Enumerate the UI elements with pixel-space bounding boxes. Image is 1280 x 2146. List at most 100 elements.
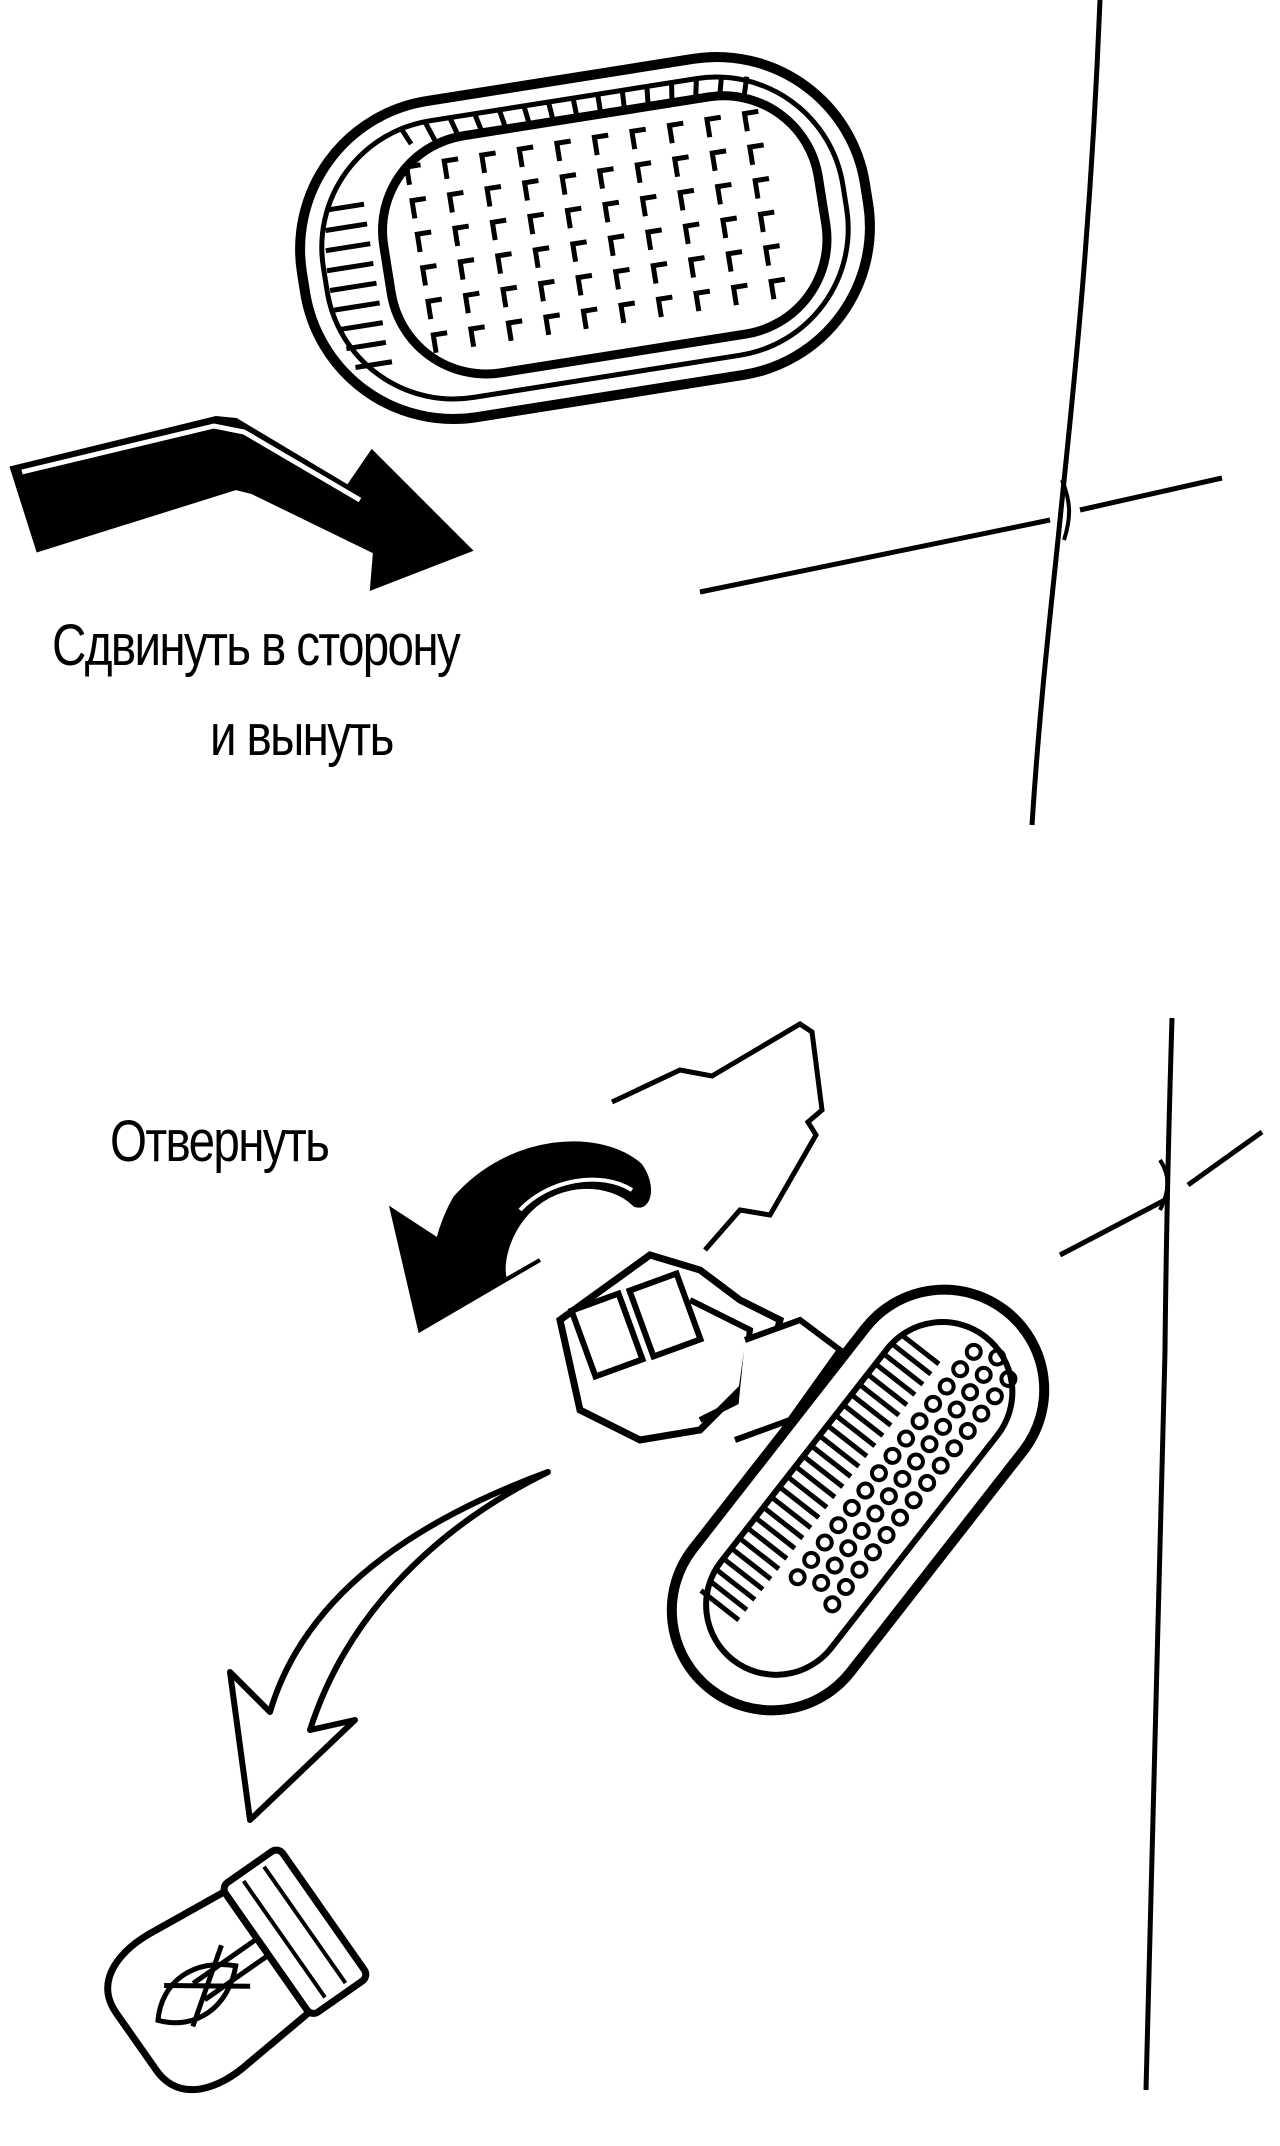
lens-texture-mark (757, 209, 775, 233)
lens-texture-mark (671, 154, 689, 178)
lens-texture-mark (419, 263, 437, 286)
lens-texture-mark (666, 120, 684, 144)
lens-texture-dot (825, 1556, 844, 1575)
lens-texture-dot (961, 1383, 980, 1402)
lens-texture-mark (602, 199, 620, 223)
lens-texture-dot (891, 1508, 910, 1527)
body-panel-seam-horizontal (699, 475, 1223, 595)
lens-texture-mark (543, 312, 561, 336)
bulb-icon (104, 1846, 370, 2094)
lens-texture-mark (752, 176, 770, 199)
lens-texture-mark (505, 318, 523, 342)
lens-texture-mark (725, 249, 743, 272)
lens-texture-mark (467, 324, 486, 348)
lens-texture-mark (612, 266, 630, 290)
lens-texture-dot (829, 1516, 848, 1535)
lens-texture-mark (580, 306, 598, 330)
lens-rib (851, 1393, 893, 1428)
lens-texture-dot (985, 1387, 1004, 1406)
lens-texture-mark (569, 239, 588, 263)
lens-texture-dot (883, 1446, 902, 1465)
step2-label: Отвернуть (110, 1109, 330, 1174)
lens-texture-mark (618, 300, 636, 324)
lens-texture-dot (802, 1550, 821, 1569)
lens-rib (811, 1445, 853, 1479)
lens-texture-mark (478, 150, 496, 174)
body-panel-seam-vertical (1029, 0, 1103, 826)
lens-rib (707, 1578, 749, 1612)
lens-texture-mark (564, 205, 582, 229)
lens-texture-mark (441, 156, 459, 180)
lens-rib (843, 1404, 885, 1438)
lens-texture-dot (897, 1429, 916, 1448)
side-marker-lens-installed (666, 1284, 1050, 1716)
lens-texture-dot (852, 1521, 871, 1540)
lens-rib (755, 1516, 797, 1551)
lens-texture-mark (527, 211, 545, 235)
side-marker-lens (295, 52, 875, 424)
lens-texture-dot (937, 1377, 956, 1396)
lens-rib (795, 1465, 837, 1500)
lens-texture-mark (452, 223, 470, 247)
lens-rib (771, 1496, 813, 1530)
lens-texture-mark (484, 184, 502, 207)
lens-texture-dot (869, 1464, 888, 1483)
lens-texture-dot (893, 1469, 912, 1488)
lens-texture-dot (918, 1473, 937, 1492)
lens-texture-mark (596, 166, 614, 190)
lens-texture-mark (553, 138, 572, 162)
lens-rib (747, 1527, 789, 1561)
lens-texture-mark (655, 294, 673, 318)
step1-label-line1: Сдвинуть в сторону (52, 613, 461, 678)
lens-texture-dot (839, 1539, 858, 1558)
lens-texture-mark (575, 272, 593, 296)
lens-texture-dot (931, 1456, 950, 1475)
lens-texture-mark (639, 193, 657, 217)
lens-texture-mark (521, 178, 539, 201)
body-panel-seam-vertical-lower (1143, 1017, 1175, 2091)
lens-texture-mark (677, 187, 695, 211)
lens-texture-dot (920, 1435, 939, 1454)
lens-rib (779, 1486, 821, 1520)
lamp-socket (556, 1251, 845, 1444)
lens-texture-mark (607, 233, 625, 257)
unscrew-arrow-icon (388, 1141, 652, 1334)
lens-texture-mark (746, 142, 765, 166)
step1-label-line2: и вынуть (210, 703, 394, 768)
lens-texture-dot (877, 1525, 896, 1544)
lens-texture-dot (856, 1481, 875, 1500)
lens-texture-dot (788, 1568, 807, 1587)
body-panel-seam-horizontal-lower (1058, 1129, 1264, 1258)
lens-rib (699, 1588, 741, 1623)
lens-rib (859, 1383, 901, 1418)
lens-texture-mark (629, 126, 647, 150)
bottom-panel (104, 1017, 1264, 2094)
lens-rib (899, 1332, 941, 1366)
lens-texture-mark (762, 243, 780, 267)
lens-texture-mark (720, 215, 738, 239)
lens-rib (891, 1342, 933, 1377)
lens-rib (835, 1414, 877, 1448)
lens-texture-mark (516, 144, 534, 168)
lens-texture-mark (537, 278, 555, 302)
lens-texture-dot (863, 1543, 882, 1562)
lens-texture-mark (457, 257, 475, 280)
mounting-bracket (610, 1021, 825, 1252)
slide-arrow-icon (9, 415, 474, 592)
lens-rib (827, 1424, 869, 1459)
lens-texture-mark (714, 181, 732, 205)
lens-texture-mark (462, 290, 480, 314)
lens-texture-mark (532, 245, 550, 269)
lens-texture-mark (730, 282, 748, 306)
lens-texture-mark (704, 114, 722, 138)
lens-texture-mark (430, 330, 448, 354)
lens-texture-mark (687, 255, 705, 278)
lens-texture-dot (999, 1369, 1018, 1388)
lens-texture-dot (947, 1400, 966, 1419)
lens-texture-dot (910, 1412, 929, 1431)
lens-texture-mark (644, 227, 663, 251)
lens-rib (739, 1537, 781, 1571)
lens-rib (867, 1373, 909, 1407)
lens-texture-dot (934, 1417, 953, 1436)
lens-rib (803, 1455, 845, 1489)
